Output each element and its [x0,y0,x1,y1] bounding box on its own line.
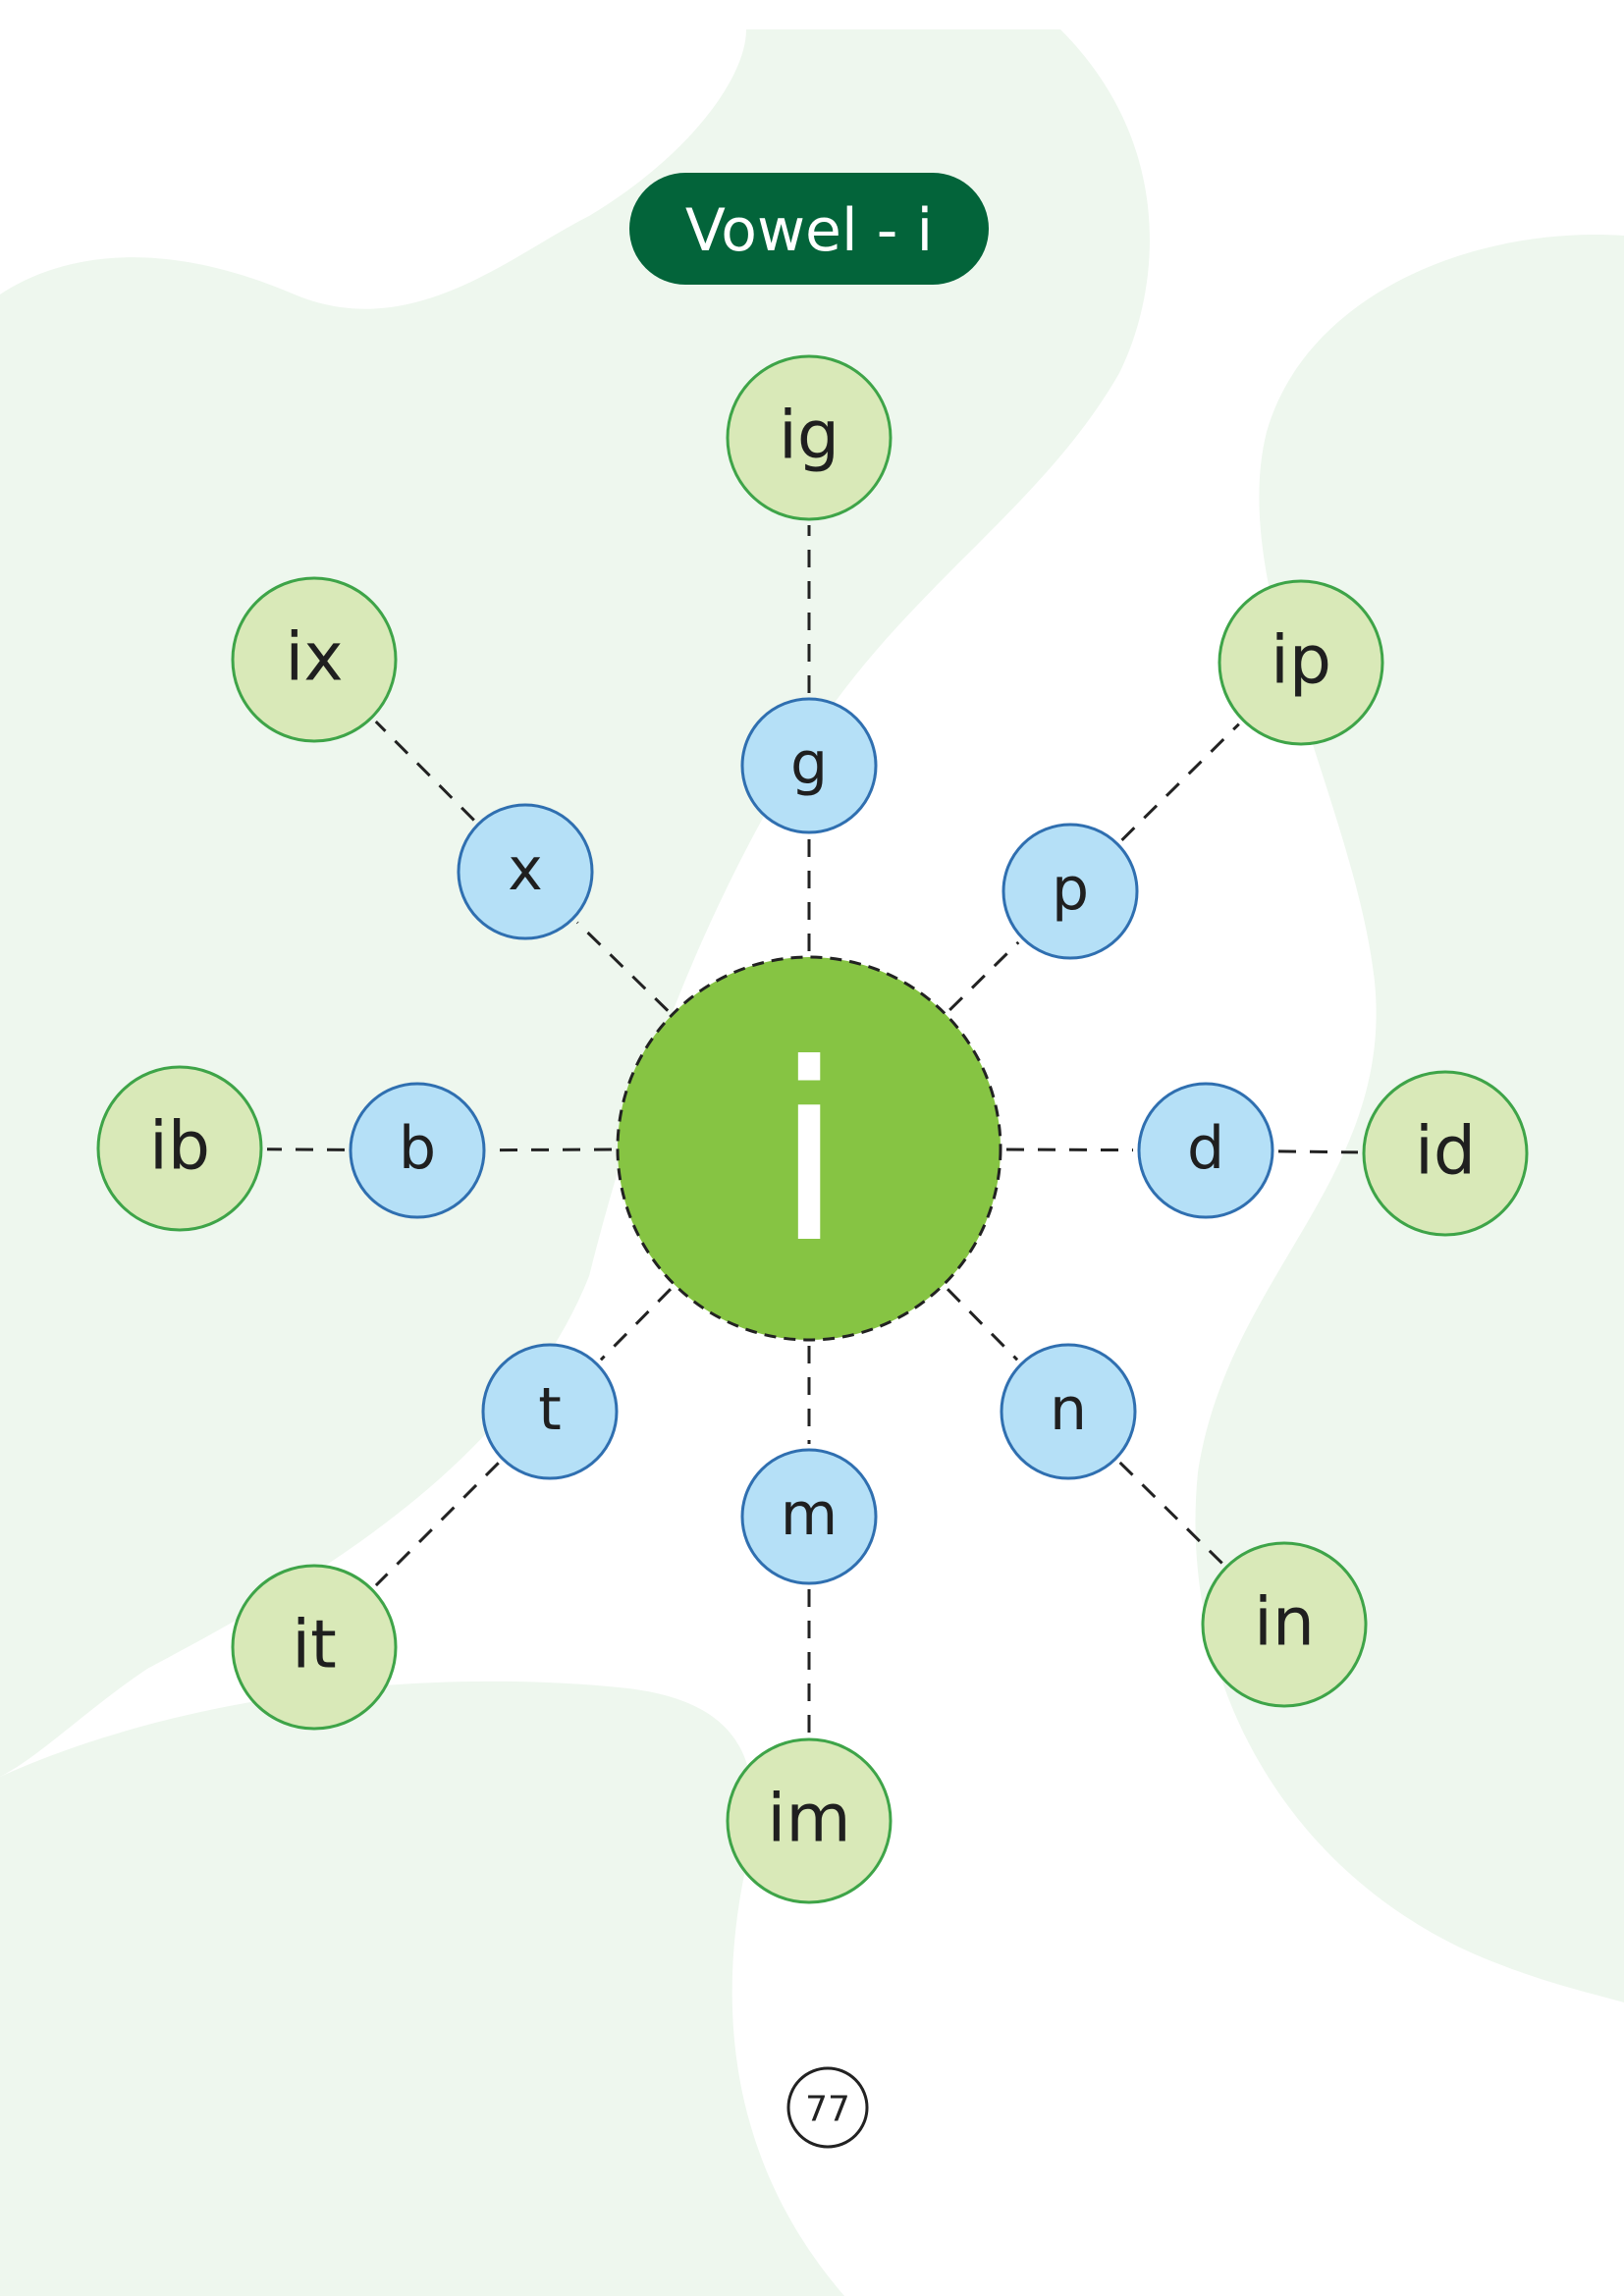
word-node-ix-circle [231,576,398,743]
page-title: Vowel - i [685,196,933,265]
consonant-node-d-label: d [1187,1114,1224,1183]
word-node-ip-circle [1218,579,1384,746]
connector-vowel-p [948,940,1020,1012]
consonant-node-g-label: g [790,729,828,798]
consonant-node-p-label: p [1052,855,1089,924]
word-node-ib-circle [96,1065,263,1232]
connector-vowel-t [599,1288,673,1362]
consonant-node-p-circle [1001,823,1139,960]
word-node-ib-label: ib [149,1108,210,1186]
connector-p-ip [1120,722,1240,841]
vowel-circle [616,955,1002,1342]
consonant-node-g-circle [740,697,878,834]
consonant-node-x-circle [457,803,594,940]
consonant-node-t-circle [481,1343,619,1480]
background-shape-bottom [0,1681,844,2296]
consonant-node-b-circle [349,1082,486,1219]
connector-lines [266,525,1359,1734]
page-number-badge: 77 [786,2066,869,2149]
title-pill [629,173,989,285]
connector-n-in [1118,1461,1223,1565]
connector-vowel-b [489,1148,613,1152]
consonant-node-n-circle [1000,1343,1137,1480]
connector-vowel-d [1005,1148,1134,1152]
vowel-node: i [616,955,1002,1342]
spoke-nodes: g ig p ip d id n in m im t it b ib x ix [96,354,1529,1904]
page-number: 77 [805,2090,850,2130]
word-node-im-label: im [767,1781,850,1858]
connector-d-id [1277,1149,1359,1154]
word-node-it-label: it [292,1607,337,1684]
consonant-node-b-label: b [399,1114,436,1183]
consonant-node-d-circle [1137,1082,1274,1219]
word-node-in-label: in [1254,1584,1315,1662]
consonant-node-x-label: x [508,835,543,904]
word-node-im-circle [726,1737,893,1904]
connector-x-ix [374,721,475,822]
word-node-id-label: id [1415,1113,1476,1191]
word-node-in-circle [1201,1541,1368,1708]
word-node-ig-circle [726,354,893,521]
word-node-it-circle [231,1564,398,1731]
word-node-ig-label: ig [779,398,839,475]
consonant-node-m-circle [740,1448,878,1585]
word-node-id-circle [1362,1070,1529,1237]
consonant-node-m-label: m [781,1480,838,1549]
page-number-circle [786,2066,869,2149]
connector-vowel-n [946,1288,1019,1362]
word-node-ip-label: ip [1271,622,1331,700]
connector-b-ib [266,1148,346,1151]
vowel-letter: i [775,1011,842,1297]
connector-vowel-x [575,921,670,1012]
consonant-node-t-label: t [538,1375,562,1444]
title-badge: Vowel - i [629,173,989,285]
consonant-node-n-label: n [1050,1375,1087,1444]
word-node-ix-label: ix [285,619,343,697]
